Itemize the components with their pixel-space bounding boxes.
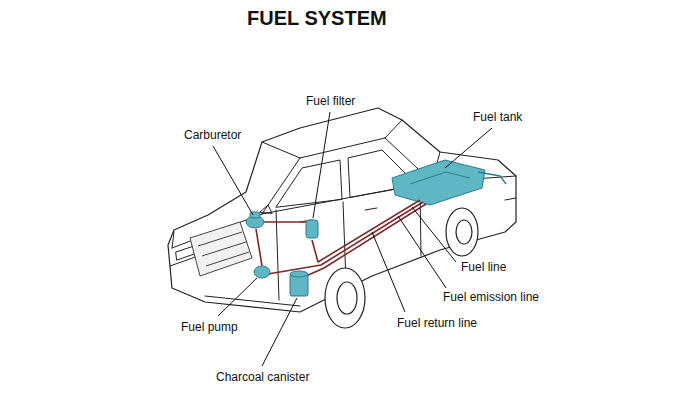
diagram-title: FUEL SYSTEM — [247, 6, 387, 30]
part-label: Fuel emission line — [442, 290, 540, 304]
part-label: Fuel return line — [396, 316, 478, 330]
part-label: Carburetor — [183, 128, 242, 142]
part-label: Fuel pump — [180, 320, 239, 334]
fuel-lines — [256, 200, 426, 276]
leader-lines — [213, 112, 492, 366]
engine-block — [190, 222, 252, 276]
wheels — [325, 208, 478, 328]
part-label: Fuel line — [460, 260, 507, 274]
part-label: Fuel filter — [305, 94, 356, 108]
fuel-components — [246, 212, 318, 296]
part-label: Fuel tank — [472, 110, 523, 124]
part-label: Charcoal canister — [215, 370, 310, 384]
fuel-tank — [392, 160, 506, 205]
